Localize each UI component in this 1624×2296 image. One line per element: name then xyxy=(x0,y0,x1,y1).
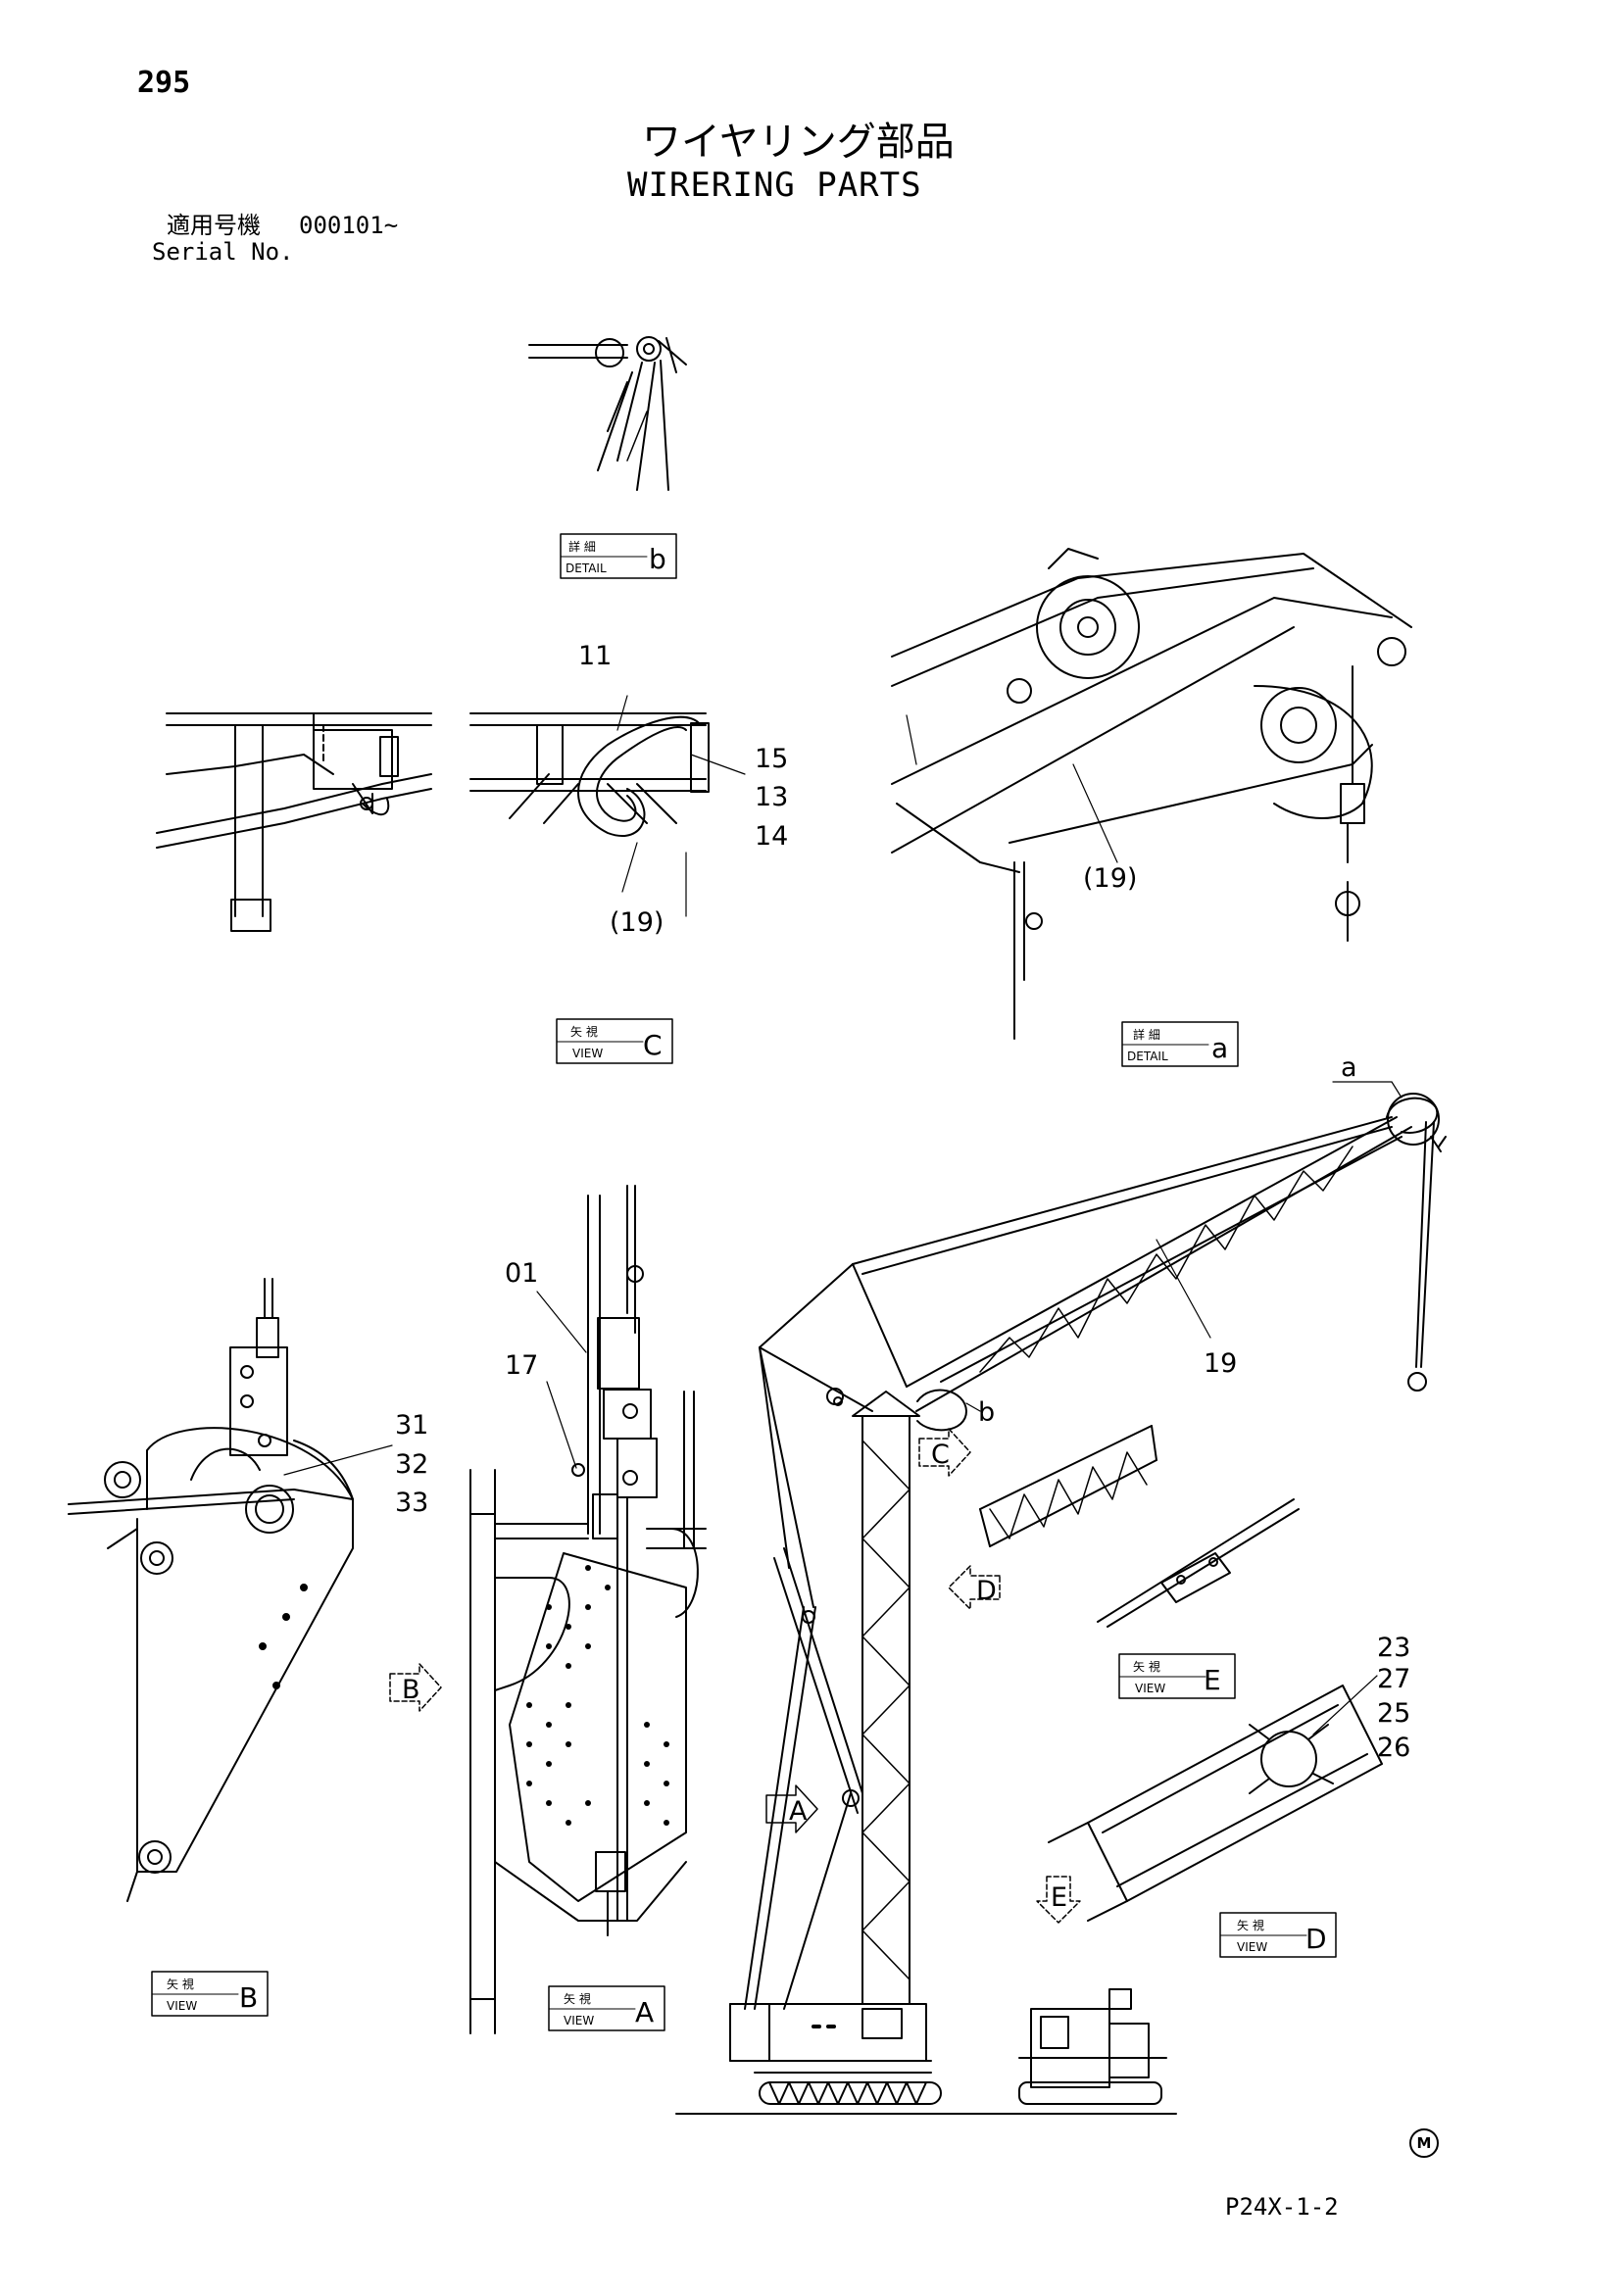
detail-box-a-letter: a xyxy=(1211,1032,1228,1064)
callout-23: 23 xyxy=(1377,1633,1410,1663)
title-japanese: ワイヤリング部品 xyxy=(642,120,955,165)
view-arrow-c-letter: C xyxy=(931,1440,950,1470)
serial-number-value: 000101~ xyxy=(299,212,399,239)
side-frame-drawing xyxy=(156,712,432,932)
page-number: 295 xyxy=(137,66,191,100)
manufacturer-mark: M xyxy=(1409,2128,1439,2158)
view-arrow-b: B xyxy=(389,1663,442,1712)
detail-box-b: 詳 細 DETAIL b xyxy=(560,533,677,579)
view-box-d: 矢 視 VIEW D xyxy=(1219,1912,1337,1958)
callout-11: 11 xyxy=(578,641,612,671)
boom-section-drawing xyxy=(979,1425,1157,1547)
perforation-dots xyxy=(526,1565,669,1826)
view-box-a-letter: A xyxy=(635,1996,654,2028)
view-box-c-letter: C xyxy=(643,1029,663,1061)
view-box-c-jp: 矢 視 xyxy=(570,1024,598,1039)
detail-box-b-jp: 詳 細 xyxy=(568,539,596,554)
detail-box-a-en: DETAIL xyxy=(1127,1050,1168,1063)
point-label-a: a xyxy=(1341,1052,1357,1083)
view-box-a-jp: 矢 視 xyxy=(564,1991,591,2006)
view-e-drawing xyxy=(1097,1498,1300,1628)
view-arrow-e-letter: E xyxy=(1051,1882,1067,1913)
detail-box-a: 詳 細 DETAIL a xyxy=(1121,1021,1239,1067)
view-b-drawing: 31 32 33 xyxy=(68,1278,428,1902)
callout-14: 14 xyxy=(755,821,788,852)
detail-box-b-letter: b xyxy=(649,543,666,575)
detail-box-a-jp: 詳 細 xyxy=(1133,1027,1160,1042)
title-english: WIRERING PARTS xyxy=(627,166,922,205)
plate-code: P24X-1-2 xyxy=(1225,2193,1339,2221)
view-arrow-d-letter: D xyxy=(976,1576,997,1606)
view-arrow-b-letter: B xyxy=(402,1675,420,1705)
callout-13: 13 xyxy=(755,782,788,812)
callout-01: 01 xyxy=(505,1258,538,1289)
view-arrow-a: A xyxy=(765,1784,818,1833)
view-a-drawing: 01 17 xyxy=(469,1185,707,2034)
detail-a-drawing: (19) xyxy=(891,548,1412,1040)
view-box-e-jp: 矢 視 xyxy=(1133,1659,1160,1674)
view-box-c-en: VIEW xyxy=(572,1047,603,1060)
view-arrow-e: E xyxy=(1036,1876,1081,1924)
view-box-e-letter: E xyxy=(1204,1664,1221,1696)
callout-33: 33 xyxy=(395,1488,428,1518)
callout-19-main: 19 xyxy=(1204,1348,1237,1379)
view-box-e: 矢 視 VIEW E xyxy=(1118,1653,1236,1699)
serial-label-english: Serial No. xyxy=(152,238,294,266)
view-box-b-jp: 矢 視 xyxy=(167,1977,194,1991)
view-box-b-letter: B xyxy=(239,1981,258,2014)
view-box-d-jp: 矢 視 xyxy=(1237,1918,1264,1932)
view-arrow-a-letter: A xyxy=(789,1796,808,1827)
view-d-drawing: 23 27 25 26 xyxy=(1048,1633,1410,1922)
view-box-d-en: VIEW xyxy=(1237,1940,1267,1954)
view-box-e-en: VIEW xyxy=(1135,1682,1165,1695)
callout-25: 25 xyxy=(1377,1698,1410,1729)
view-box-a: 矢 視 VIEW A xyxy=(548,1985,665,2031)
callout-31: 31 xyxy=(395,1410,428,1441)
detail-box-b-en: DETAIL xyxy=(566,562,607,575)
view-arrow-c: C xyxy=(918,1428,971,1477)
callout-27: 27 xyxy=(1377,1664,1410,1694)
callout-15: 15 xyxy=(755,744,788,774)
callout-17: 17 xyxy=(505,1350,538,1381)
view-box-a-en: VIEW xyxy=(564,2014,594,2027)
view-arrow-d: D xyxy=(948,1565,1001,1610)
view-c-drawing: 11 15 13 14 (19) xyxy=(469,641,788,938)
view-box-d-letter: D xyxy=(1305,1923,1327,1955)
callout-19-detail-a: (19) xyxy=(1083,863,1137,894)
detail-b-drawing xyxy=(528,336,687,491)
view-box-b-en: VIEW xyxy=(167,1999,197,2013)
main-crane-drawing: a b 19 xyxy=(675,1052,1447,2115)
callout-26: 26 xyxy=(1377,1733,1410,1763)
serial-label-japanese: 適用号機 xyxy=(167,212,261,239)
view-box-b: 矢 視 VIEW B xyxy=(151,1971,269,2017)
view-box-c: 矢 視 VIEW C xyxy=(556,1018,673,1064)
point-label-b: b xyxy=(978,1397,995,1428)
callout-32: 32 xyxy=(395,1449,428,1480)
callout-19-view-c: (19) xyxy=(610,907,664,938)
